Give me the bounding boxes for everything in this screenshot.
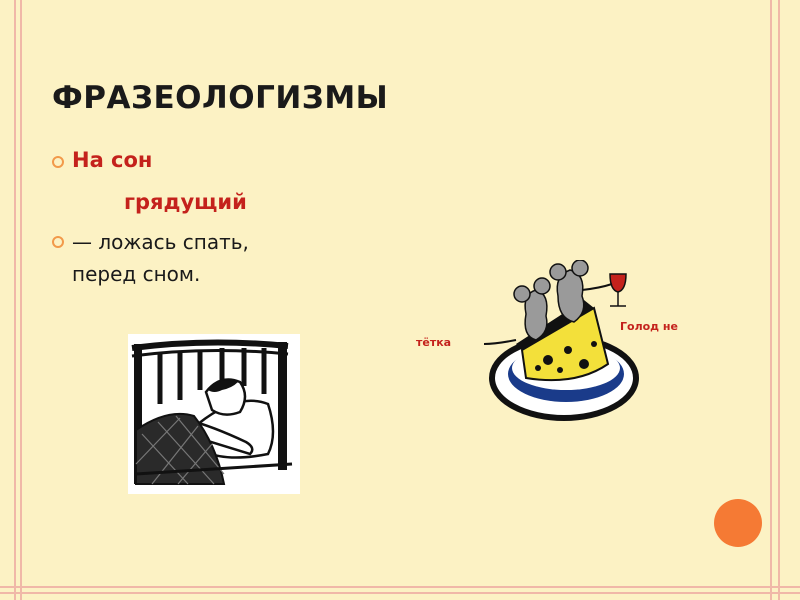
label-tetka: тётка xyxy=(416,336,452,349)
meaning-line2: перед сном. xyxy=(72,262,201,286)
meaning-line1: — ложась спать, xyxy=(72,230,249,254)
phrase-part1: На сон xyxy=(72,148,153,172)
border-bottom-1 xyxy=(0,586,800,588)
border-right-2 xyxy=(778,0,780,600)
orange-circle-icon xyxy=(714,499,762,547)
phrase-part2: грядущий xyxy=(124,190,247,214)
label-golod: Голод не xyxy=(620,320,678,333)
slide-title: ФРАЗЕОЛОГИЗМЫ xyxy=(52,80,389,116)
sleeping-child-illustration xyxy=(128,334,300,494)
bullet-icon xyxy=(52,236,64,248)
bullet-icon xyxy=(52,156,64,168)
border-left-2 xyxy=(20,0,22,600)
border-bottom-2 xyxy=(0,592,800,594)
border-right-1 xyxy=(770,0,772,600)
border-left-1 xyxy=(14,0,16,600)
mice-on-cheese-illustration xyxy=(483,260,639,421)
